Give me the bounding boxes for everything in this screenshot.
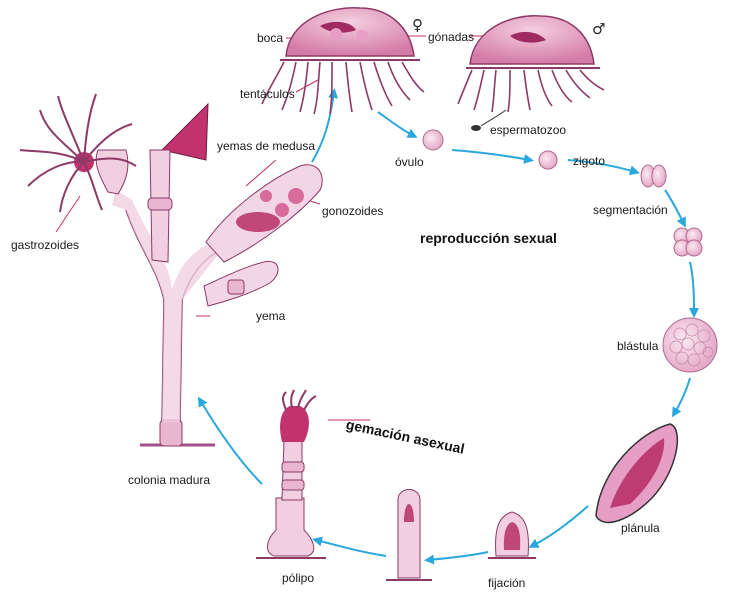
male-symbol-icon: ♂: [592, 20, 606, 38]
label-planula: plánula: [621, 521, 660, 535]
arrow-medusa-to-ovulo: [377, 111, 418, 138]
medusa-male-illustration: [457, 15, 605, 131]
segmentation-illustration: [640, 164, 667, 188]
label-blastula: blástula: [617, 339, 659, 353]
label-tentaculos: tentáculos: [240, 87, 295, 101]
colonia-madura-illustration: [19, 93, 323, 447]
blastula-illustration: [662, 317, 718, 373]
arrow-segmentation-to-morula: [664, 189, 686, 228]
label-ovulo: óvulo: [395, 155, 424, 169]
arrow-morula-to-blastula: [688, 261, 699, 318]
arrow-ovulo-to-zigoto: [451, 149, 534, 164]
arrow-polyp-to-colony: [197, 396, 263, 485]
label-yemas-de-medusa: yemas de medusa: [217, 139, 316, 153]
arrow-fixation-to-bud: [424, 551, 489, 565]
bud-stage-illustration: [386, 489, 432, 581]
label-zigoto: zigoto: [573, 154, 606, 168]
label-boca: boca: [257, 31, 284, 45]
morula-illustration: [673, 227, 703, 257]
arrow-colony-to-medusa: [311, 88, 339, 163]
zigoto-illustration: [538, 150, 558, 170]
label-espermatozoo: espermatozoo: [490, 123, 567, 137]
label-gastrozoides: gastrozoides: [11, 238, 80, 252]
polipo-illustration: [256, 389, 326, 559]
planula-illustration: [595, 423, 678, 524]
medusa-female-illustration: [261, 7, 425, 115]
cycle-arrows: [197, 88, 699, 565]
label-fijacion: fijación: [488, 576, 526, 590]
label-gonozoides: gonozoides: [322, 204, 384, 218]
fijacion-illustration: [488, 511, 536, 559]
arrow-planula-to-fixation: [528, 505, 589, 548]
label-segmentacion: segmentación: [593, 203, 668, 217]
arrow-blastula-to-planula: [671, 377, 691, 418]
title-reproduccion-sexual: reproducción sexual: [420, 230, 557, 246]
label-colonia-madura: colonia madura: [128, 473, 211, 487]
arrow-bud-to-polyp: [312, 536, 387, 557]
label-yema: yema: [256, 309, 286, 323]
arrow-zigoto-to-segmentation: [567, 159, 640, 176]
female-symbol-icon: ♀: [412, 16, 423, 34]
label-gonadas: gónadas: [428, 30, 475, 44]
ovulo-illustration: [422, 129, 444, 151]
label-polipo: pólipo: [282, 571, 315, 585]
